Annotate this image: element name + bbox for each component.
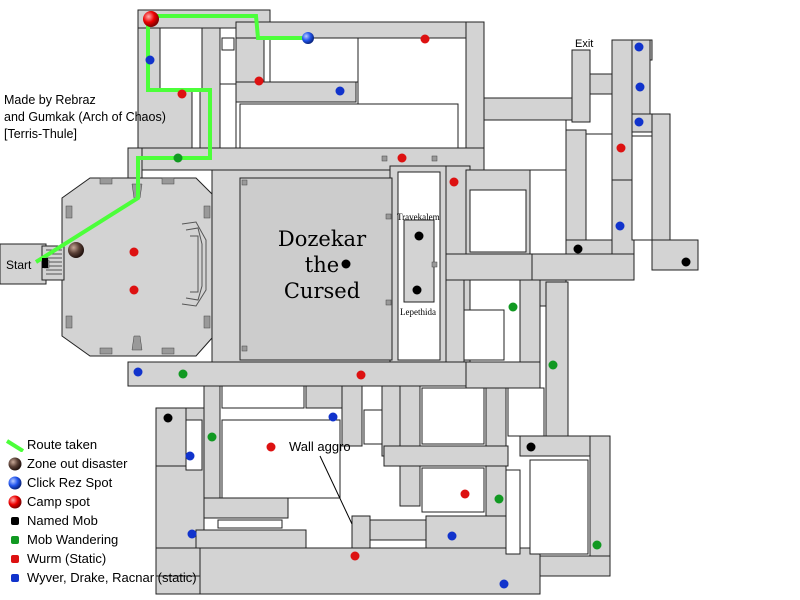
legend-wyvern-label: Wyver, Drake, Racnar (static) — [27, 570, 197, 585]
pillars — [43, 155, 438, 355]
wurm-markers — [129, 34, 626, 561]
boss-room-label: Dozekar the Cursed — [262, 226, 382, 304]
wandering-mob-icon — [11, 536, 19, 544]
start-door — [42, 258, 48, 268]
legend-click-rez-label: Click Rez Spot — [27, 475, 113, 490]
exit-label: Exit — [575, 38, 594, 50]
camp-spot-marker — [143, 11, 159, 27]
zone-out-marker — [68, 242, 84, 258]
wyvern-icon — [11, 574, 19, 582]
camp-spot-icon — [8, 495, 22, 509]
route-path — [34, 14, 306, 264]
legend-zone-out-label: Zone out disaster — [27, 456, 128, 471]
wall-aggro-pointer — [319, 455, 353, 525]
boss-name-line-3: Cursed — [283, 279, 361, 303]
lepethida-label: Lepethida — [400, 307, 436, 317]
credits-line-3: [Terris-Thule] — [4, 127, 77, 141]
named-markers — [163, 231, 691, 452]
wurm-icon — [11, 555, 19, 563]
legend-wandering-label: Mob Wandering — [27, 532, 119, 547]
credits-line-2: and Gumkak (Arch of Chaos) — [4, 110, 166, 124]
wall-aggro-label: Wall aggro — [289, 439, 351, 454]
legend-camp-label: Camp spot — [27, 494, 90, 509]
wandering-markers — [173, 153, 602, 550]
boss-name-line-1: Dozekar — [277, 227, 367, 251]
wyvern-markers — [133, 42, 645, 589]
map-credits: Made by Rebraz and Gumkak (Arch of Chaos… — [4, 92, 166, 143]
boss-name-line-2: the — [304, 253, 340, 277]
credits-line-1: Made by Rebraz — [4, 93, 96, 107]
click-rez-marker — [302, 32, 314, 44]
legend-wurm-label: Wurm (Static) — [27, 551, 107, 566]
travekalem-label: Travekalem — [397, 212, 440, 222]
named-mob-icon — [11, 517, 19, 525]
zone-out-icon — [8, 457, 22, 471]
start-label: Start — [6, 258, 32, 272]
route-line-icon — [6, 439, 24, 452]
legend-named-label: Named Mob — [27, 513, 98, 528]
boss-room — [239, 177, 393, 361]
click-rez-icon — [8, 476, 22, 490]
legend-route-label: Route taken — [27, 437, 98, 452]
